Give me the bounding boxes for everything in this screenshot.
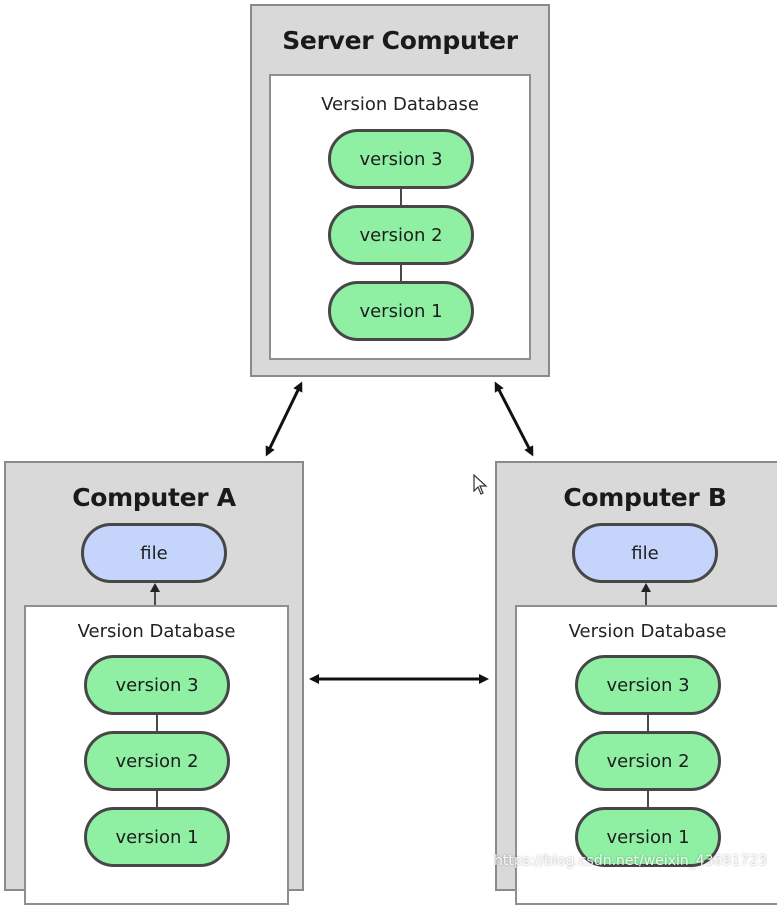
computer-b-version-connector bbox=[647, 715, 649, 735]
server-to-computer-b-arrow bbox=[494, 381, 534, 457]
server-computer-title: Server Computer bbox=[282, 26, 518, 55]
computer-b-version-database: Version Database version 3 version 2 ver… bbox=[515, 605, 777, 905]
server-to-computer-a-arrow bbox=[265, 381, 303, 457]
computer-b: Computer B file Version Database version… bbox=[495, 461, 777, 905]
computer-b-file-connector bbox=[645, 591, 647, 605]
computer-a-version-database-title: Version Database bbox=[77, 621, 236, 642]
computer-b-title: Computer B bbox=[563, 483, 727, 512]
computer-a-version-3: version 3 bbox=[84, 655, 230, 715]
computer-a-version-1: version 1 bbox=[84, 807, 230, 867]
computer-a-version-connector bbox=[156, 715, 158, 735]
computer-b-version-connector bbox=[647, 791, 649, 811]
server-version-database-title: Version Database bbox=[321, 94, 479, 115]
computer-b-version-2: version 2 bbox=[575, 731, 721, 791]
computer-a: Computer A file Version Database version… bbox=[4, 461, 304, 905]
server-version-connector bbox=[400, 189, 402, 209]
sync-arrows bbox=[265, 381, 534, 684]
computer-a-version-connector bbox=[156, 791, 158, 811]
computer-a-file-arrowhead bbox=[150, 583, 160, 592]
computer-b-file: file bbox=[572, 523, 718, 583]
computer-a-file-connector bbox=[154, 591, 156, 605]
watermark: https://blog.csdn.net/weixin_43691723 bbox=[493, 853, 767, 869]
computer-a-title: Computer A bbox=[72, 483, 236, 512]
mouse-cursor-icon bbox=[473, 474, 488, 495]
computer-a-file: file bbox=[81, 523, 227, 583]
server-version-2: version 2 bbox=[328, 205, 474, 265]
computer-a-version-database: Version Database version 3 version 2 ver… bbox=[24, 605, 289, 905]
computer-a-version-2: version 2 bbox=[84, 731, 230, 791]
server-version-1: version 1 bbox=[328, 281, 474, 341]
computer-b-version-3: version 3 bbox=[575, 655, 721, 715]
server-version-database: Version Database version 3 version 2 ver… bbox=[269, 74, 531, 360]
computer-b-file-arrowhead bbox=[641, 583, 651, 592]
server-version-3: version 3 bbox=[328, 129, 474, 189]
server-version-connector bbox=[400, 265, 402, 285]
server-computer: Server Computer Version Database version… bbox=[250, 4, 550, 377]
computer-b-version-1: version 1 bbox=[575, 807, 721, 867]
computer-b-version-database-title: Version Database bbox=[568, 621, 727, 642]
